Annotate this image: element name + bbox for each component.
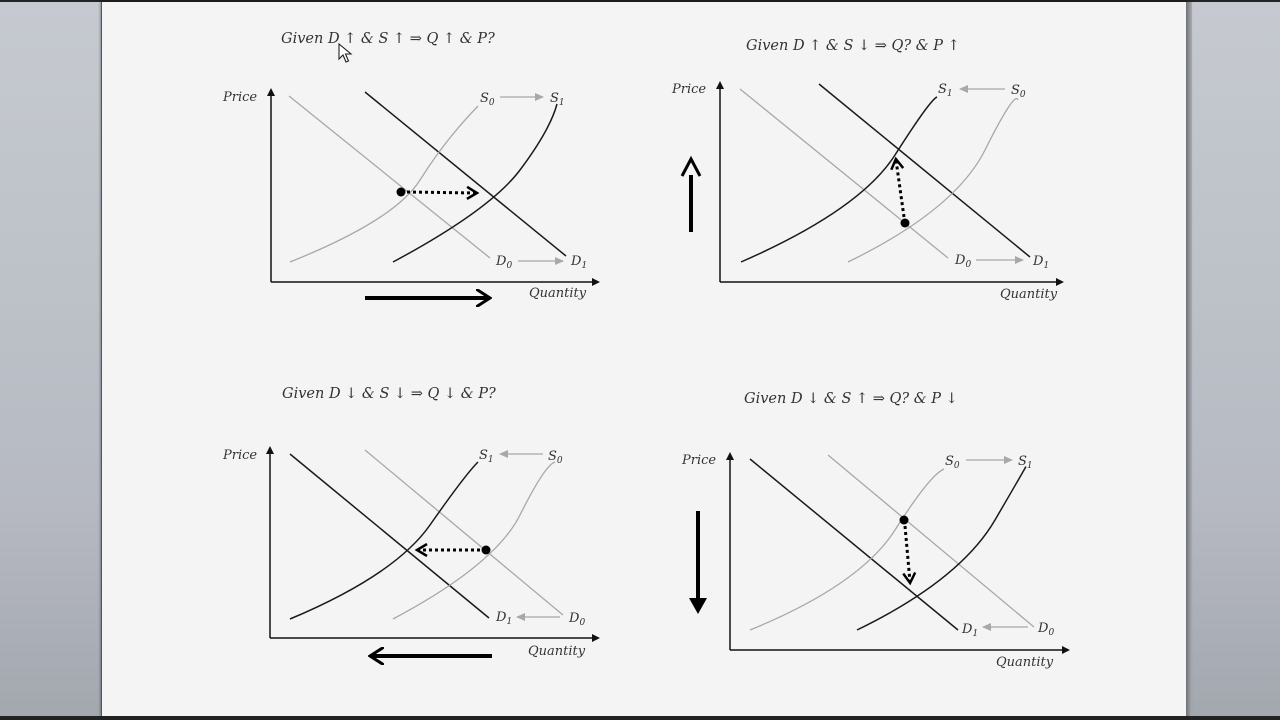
label-s1: S1 — [938, 82, 953, 99]
demand-curve-d1 — [818, 83, 1031, 258]
x-axis-label: Quantity — [1000, 287, 1058, 302]
panel-title: Given D ↑ & S ↓ ⇒ Q? & P ↑ — [746, 38, 960, 54]
label-d0: D0 — [568, 611, 585, 628]
supply-curve-s0 — [847, 97, 1019, 263]
panel-top-left: Given D ↑ & S ↑ ⇒ Q ↑ & P? Price Quantit… — [222, 31, 600, 301]
supply-curve-s0 — [392, 461, 556, 620]
equilibrium-move-arrow — [896, 160, 906, 218]
label-d1: D1 — [961, 622, 978, 639]
supply-curve-s0 — [749, 468, 945, 631]
equilibrium-point — [899, 515, 909, 525]
equilibrium-move-arrow — [905, 525, 910, 582]
bottom-edge — [0, 716, 1280, 720]
label-s1: S1 — [550, 91, 565, 108]
y-axis-label: Price — [681, 453, 716, 468]
panel-bottom-right: Given D ↓ & S ↑ ⇒ Q? & P ↓ Price Quantit… — [681, 391, 1070, 670]
supply-curve-s1 — [740, 96, 938, 263]
supply-curve-s1 — [289, 461, 479, 620]
panel-top-right: Given D ↑ & S ↓ ⇒ Q? & P ↑ Price Quantit… — [671, 38, 1064, 302]
panel-title: Given D ↓ & S ↑ ⇒ Q? & P ↓ — [744, 391, 958, 407]
x-axis-label: Quantity — [529, 286, 587, 301]
page-shadow — [1186, 2, 1192, 716]
label-d0: D0 — [1037, 621, 1054, 638]
demand-curve-d1 — [749, 458, 959, 631]
label-d1: D1 — [1032, 254, 1049, 271]
y-axis-label: Price — [222, 448, 257, 463]
demand-curve-d0 — [364, 449, 564, 616]
demand-curve-d0 — [288, 95, 491, 259]
label-d1: D1 — [570, 254, 587, 271]
label-s0: S0 — [480, 91, 495, 108]
equilibrium-move-arrow — [406, 192, 476, 193]
panel-title: Given D ↓ & S ↓ ⇒ Q ↓ & P? — [282, 386, 496, 402]
price-direction-arrowhead — [680, 155, 702, 177]
label-s1: S1 — [479, 448, 494, 465]
demand-curve-d0 — [827, 454, 1035, 628]
panel-title: Given D ↑ & S ↑ ⇒ Q ↑ & P? — [281, 31, 495, 47]
label-s0: S0 — [945, 454, 960, 471]
price-direction-arrowhead — [689, 598, 707, 614]
demand-curve-d0 — [739, 88, 949, 259]
label-s0: S0 — [548, 449, 563, 466]
panel-bottom-left: Given D ↓ & S ↓ ⇒ Q ↓ & P? Price Quantit… — [222, 386, 600, 659]
supply-curve-s0 — [289, 105, 479, 263]
equilibrium-point — [900, 218, 910, 228]
x-axis-label: Quantity — [996, 655, 1054, 670]
equilibrium-point — [396, 187, 406, 197]
supply-curve-s1 — [856, 466, 1027, 631]
equilibrium-point — [481, 545, 491, 555]
label-s1: S1 — [1018, 454, 1033, 471]
supply-curve-s1 — [392, 103, 558, 263]
x-axis-label: Quantity — [528, 644, 586, 659]
mouse-cursor-icon — [338, 43, 353, 63]
demand-curve-d1 — [364, 91, 567, 257]
slide-page — [101, 2, 1187, 716]
label-d0: D0 — [495, 254, 512, 271]
demand-curve-d1 — [289, 453, 490, 619]
label-s0: S0 — [1011, 83, 1026, 100]
label-d0: D0 — [954, 253, 971, 270]
top-edge — [0, 0, 1280, 2]
label-d1: D1 — [495, 610, 512, 627]
y-axis-label: Price — [671, 82, 706, 97]
y-axis-label: Price — [222, 90, 257, 105]
